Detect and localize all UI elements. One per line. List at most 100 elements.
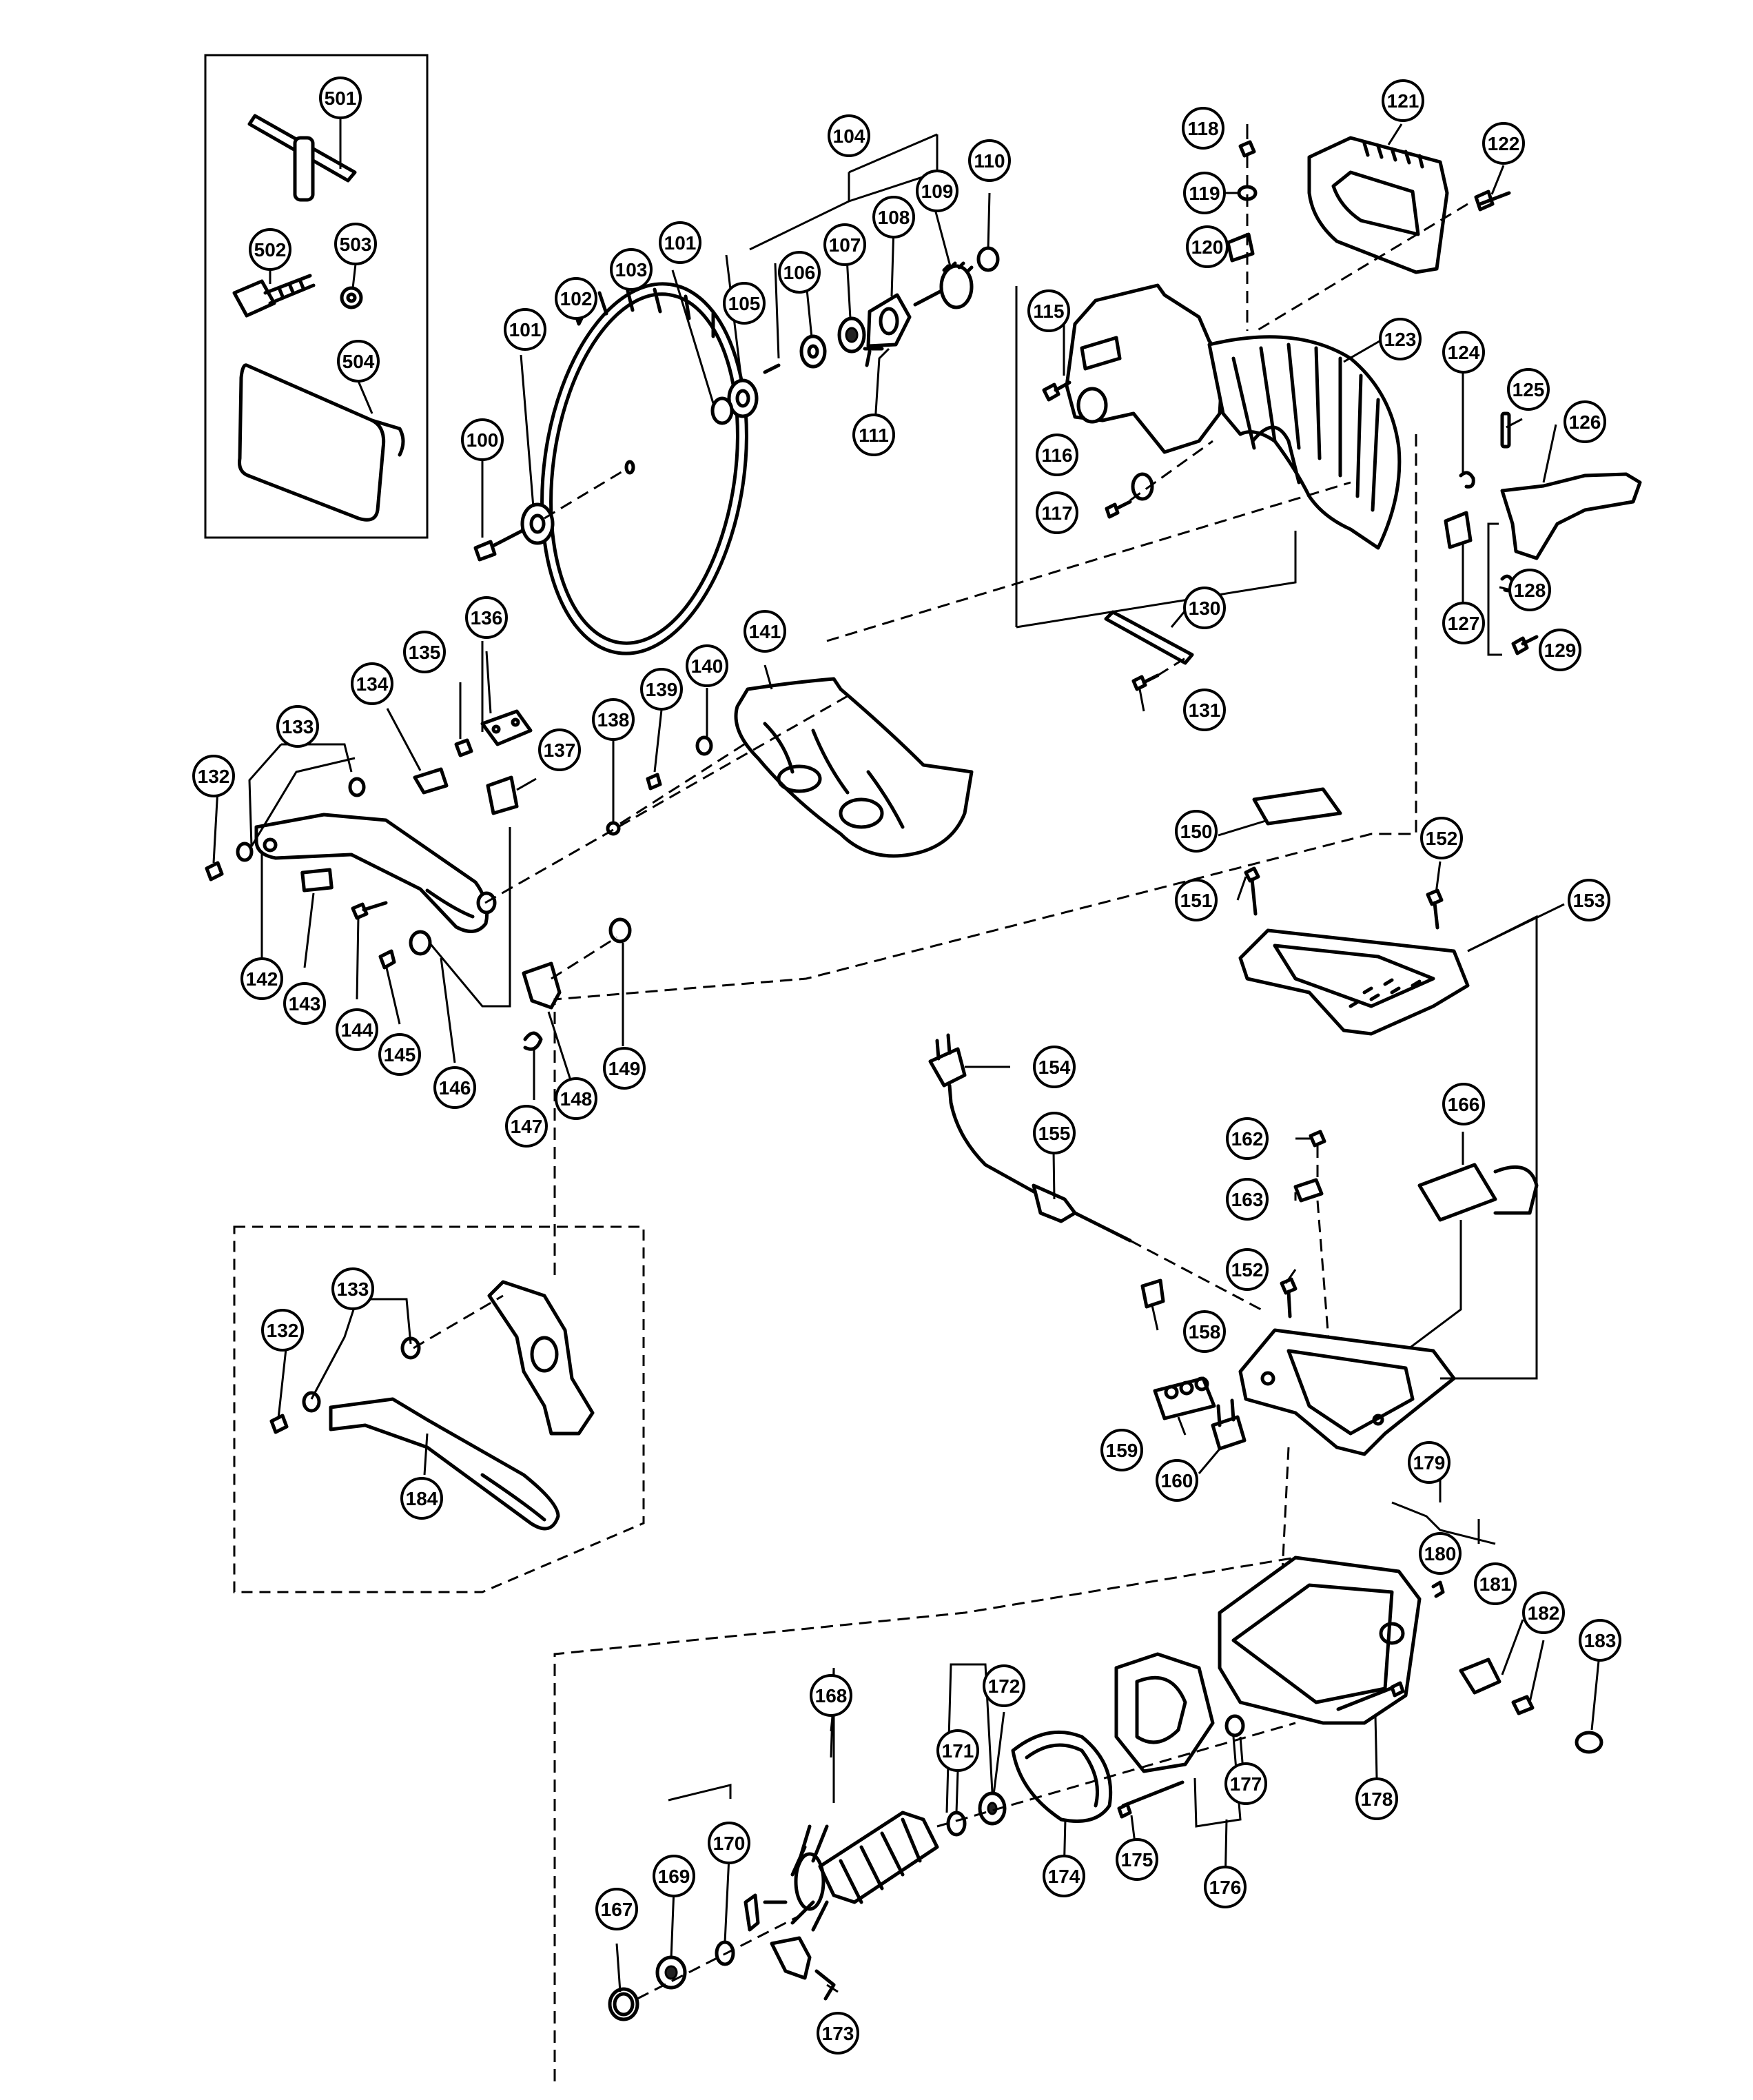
part-label-103: 103 — [610, 248, 653, 291]
bolt-drawing — [232, 274, 316, 318]
part-label-101a: 101 — [504, 308, 546, 351]
part-number: 503 — [340, 234, 372, 255]
part-number: 153 — [1573, 890, 1606, 911]
part-number: 152 — [1426, 828, 1458, 849]
part-number: 167 — [601, 1899, 633, 1920]
link-142-drawing — [254, 813, 489, 933]
plate-173-drawing — [770, 1936, 836, 2001]
part-label-172: 172 — [983, 1664, 1025, 1707]
part-number: 159 — [1106, 1440, 1138, 1461]
part-label-155: 155 — [1033, 1112, 1076, 1154]
part-label-132: 132 — [192, 755, 235, 797]
plate-130-drawing — [1104, 610, 1194, 665]
plate-120-drawing — [1226, 232, 1255, 263]
part-number: 110 — [974, 150, 1005, 172]
part-label-167: 167 — [595, 1888, 638, 1930]
alt-bracket-drawing — [487, 1280, 595, 1436]
part-label-171: 171 — [936, 1729, 979, 1772]
blade-guard-drawing — [1207, 335, 1402, 550]
baffle-174-drawing — [1011, 1730, 1113, 1823]
gear-case-drawing — [1065, 283, 1225, 454]
part-label-130: 130 — [1183, 587, 1226, 629]
part-number: 135 — [409, 642, 441, 663]
part-number: 173 — [822, 2023, 854, 2044]
part-number: 120 — [1191, 236, 1224, 258]
washer-146-drawing — [409, 930, 432, 956]
part-number: 131 — [1189, 700, 1221, 721]
part-number: 171 — [942, 1740, 974, 1762]
part-number: 132 — [267, 1320, 299, 1341]
part-number: 117 — [1041, 502, 1072, 524]
part-number: 155 — [1038, 1123, 1071, 1144]
part-number: 151 — [1180, 890, 1213, 911]
part-label-144: 144 — [336, 1008, 378, 1051]
part-label-147: 147 — [505, 1105, 548, 1148]
part-label-501: 501 — [319, 77, 362, 119]
part-label-123: 123 — [1379, 318, 1422, 360]
part-label-146: 146 — [433, 1066, 476, 1109]
screw-118-drawing — [1238, 140, 1256, 158]
part-label-154: 154 — [1033, 1046, 1076, 1088]
part-label-140: 140 — [686, 644, 728, 687]
part-label-119: 119 — [1183, 172, 1226, 214]
alt-link-box — [233, 1225, 645, 1593]
bolt-132-drawing — [205, 842, 254, 881]
part-number: 501 — [325, 88, 357, 109]
spring-134-drawing — [413, 767, 449, 795]
washer-140-drawing — [695, 735, 713, 756]
part-label-180: 180 — [1419, 1532, 1462, 1575]
part-label-143: 143 — [283, 982, 326, 1025]
part-number: 136 — [471, 607, 503, 629]
screw-117-drawing — [1105, 500, 1132, 519]
part-label-504: 504 — [337, 340, 380, 383]
alt-washer-133-drawing — [302, 1336, 421, 1413]
part-number: 118 — [1187, 118, 1218, 139]
part-number: 176 — [1209, 1877, 1242, 1898]
tail-cover-153-drawing — [1238, 928, 1470, 1036]
part-label-104: 104 — [828, 114, 870, 157]
part-label-502: 502 — [249, 228, 291, 271]
screw-162-drawing — [1309, 1130, 1326, 1148]
part-label-176: 176 — [1204, 1866, 1247, 1908]
screw-139-drawing — [646, 773, 662, 791]
part-number: 126 — [1569, 411, 1601, 433]
washer-133-drawing — [348, 777, 497, 915]
part-label-118: 118 — [1182, 107, 1224, 150]
part-number: 119 — [1189, 183, 1220, 204]
armature-168-drawing — [763, 1811, 939, 1932]
part-number: 183 — [1584, 1630, 1617, 1651]
accessory-box — [204, 54, 429, 539]
part-label-102: 102 — [555, 277, 597, 320]
part-label-182: 182 — [1522, 1591, 1565, 1634]
spindle-109-drawing — [913, 261, 974, 309]
part-number: 182 — [1528, 1602, 1560, 1624]
part-number: 180 — [1424, 1543, 1457, 1564]
part-label-105: 105 — [723, 282, 766, 325]
part-number: 108 — [878, 207, 910, 228]
part-label-101b: 101 — [659, 221, 701, 264]
part-label-133-alt: 133 — [331, 1267, 374, 1310]
part-number: 103 — [615, 259, 648, 281]
part-label-109: 109 — [916, 170, 958, 212]
part-number: 139 — [646, 679, 678, 700]
part-number: 166 — [1448, 1094, 1480, 1115]
part-number: 127 — [1448, 613, 1480, 634]
part-number: 152 — [1231, 1259, 1264, 1281]
part-label-158: 158 — [1183, 1310, 1226, 1353]
cord-armor-155-drawing — [1032, 1183, 1132, 1243]
screw-129-drawing — [1511, 635, 1539, 655]
part-number: 178 — [1361, 1788, 1393, 1810]
part-number: 124 — [1448, 342, 1480, 363]
fan-guide-170-drawing — [744, 1893, 760, 1932]
spring-124-drawing — [1459, 471, 1475, 489]
part-label-503: 503 — [334, 223, 377, 265]
screw-131-drawing — [1131, 673, 1160, 691]
washer-177-drawing — [1224, 1714, 1245, 1737]
part-label-168: 168 — [810, 1674, 852, 1717]
part-label-173: 173 — [817, 2012, 859, 2055]
part-label-115: 115 — [1027, 289, 1070, 332]
part-number: 116 — [1041, 445, 1072, 466]
part-label-149: 149 — [603, 1047, 646, 1090]
part-number: 174 — [1048, 1866, 1080, 1887]
